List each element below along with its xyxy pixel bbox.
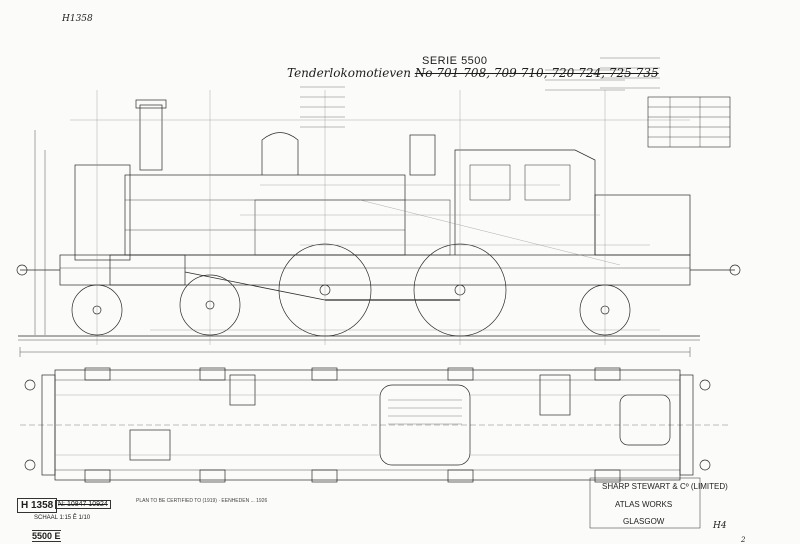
cylinder [109, 254, 186, 286]
scale-label: SCHAAL 1:15 Ê 1/10 [34, 515, 91, 521]
drawing-title: Tenderlokomotieven No 701-708, 709-710, … [287, 66, 659, 80]
revision-table [647, 96, 731, 148]
chimney [139, 104, 163, 171]
drawing-reference-bottom-right: H4 [713, 521, 727, 531]
drawing-reference-top: H1358 [62, 14, 93, 24]
drawing-reference-bottom: H 1358 [17, 498, 58, 513]
side-tank [254, 199, 451, 256]
drawing-title-numbers: No 701-708, 709-710, 720-724, 725-735 [414, 66, 659, 80]
drawing-notes: PLAN TO BE CERTIFIED TO (1919) · EENHEDE… [136, 498, 268, 504]
maker-works: ATLAS WORKS [615, 500, 673, 509]
safety-valve [409, 134, 436, 176]
steam-dome [261, 132, 299, 175]
drawing-title-prefix: Tenderlokomotieven [287, 66, 411, 80]
frame-side [59, 254, 691, 286]
coal-bunker [594, 194, 691, 256]
firebox-plan [379, 384, 471, 466]
drawing-stamp: N: 10847 10924 [55, 500, 111, 509]
sheet-number: 2 [741, 536, 746, 544]
series-label: SERIE 5500 [422, 55, 488, 67]
drawing-number: 5500 E [32, 530, 61, 542]
wheels [71, 243, 631, 337]
maker-name: SHARP STEWART & Cº (LIMITED) [602, 482, 728, 491]
maker-city: GLASGOW [623, 517, 665, 526]
smokebox [74, 164, 131, 261]
